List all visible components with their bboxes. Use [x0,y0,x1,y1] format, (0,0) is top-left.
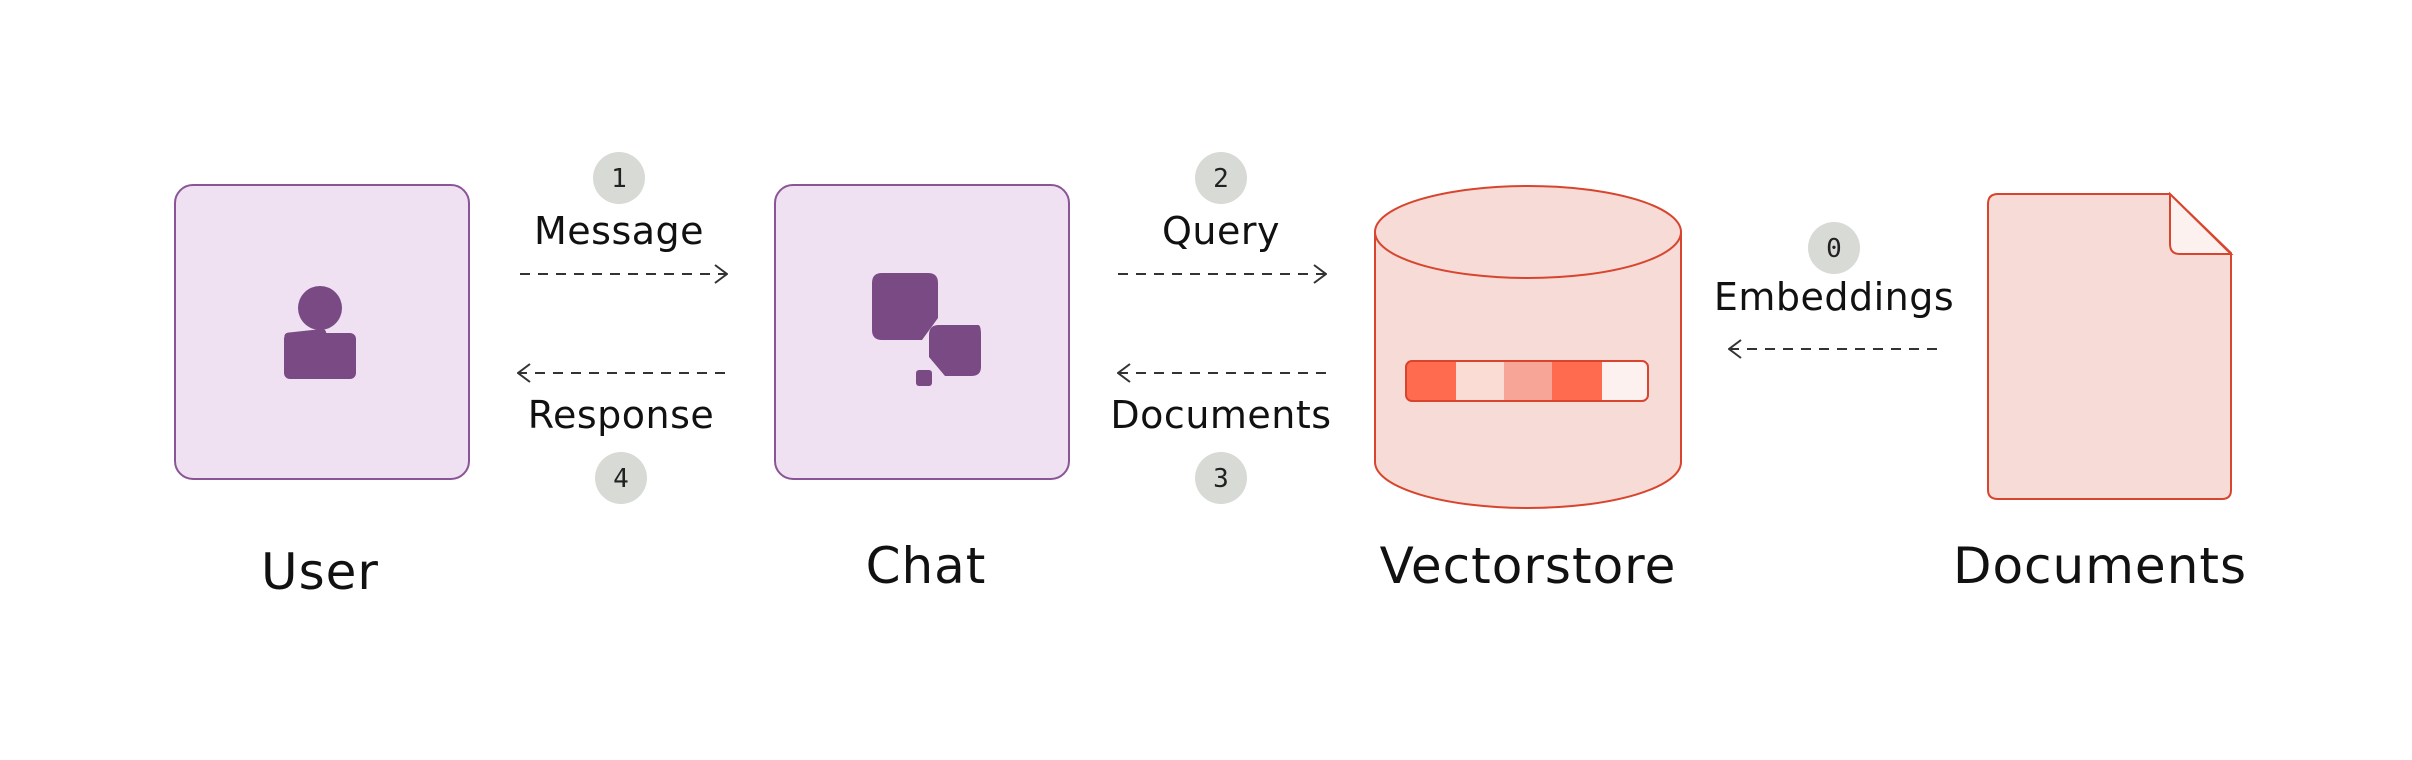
chat-bubbles-icon [872,273,981,386]
user-label: User [261,543,379,601]
edge-documents-returned: 3 [1118,373,1326,504]
cylinder-icon [1374,185,1682,509]
vectorstore-node [1374,185,1682,509]
step-badge-2 [1195,152,1247,204]
vectorstore-label: Vectorstore [1379,537,1677,595]
document-icon [1987,191,2234,500]
step-number-2: 2 [1213,164,1229,194]
chat-node [774,184,1070,480]
documents-label: Documents [1952,537,2248,595]
query-label: Query [1162,209,1280,253]
edge-embeddings: 0 [1729,222,1937,349]
edge-message: 1 [520,152,727,274]
step-number-3: 3 [1213,464,1229,494]
documents-node [1987,191,2234,500]
user-node [174,184,470,480]
step-number-4: 4 [613,464,629,494]
user-icon [284,286,356,379]
response-label: Response [527,393,715,437]
chat-label: Chat [865,537,987,595]
step-badge-0 [1808,222,1860,274]
step-number-0: 0 [1826,234,1842,264]
documents-returned-label: Documents [1110,393,1332,437]
step-number-1: 1 [611,164,627,194]
step-badge-1 [593,152,645,204]
step-badge-3 [1195,452,1247,504]
step-badge-4 [595,452,647,504]
embedding-vector-bar [1405,360,1649,402]
message-label: Message [533,209,705,253]
edge-response: 4 [518,373,725,504]
embeddings-label: Embeddings [1713,275,1955,319]
edge-query: 2 [1118,152,1326,274]
